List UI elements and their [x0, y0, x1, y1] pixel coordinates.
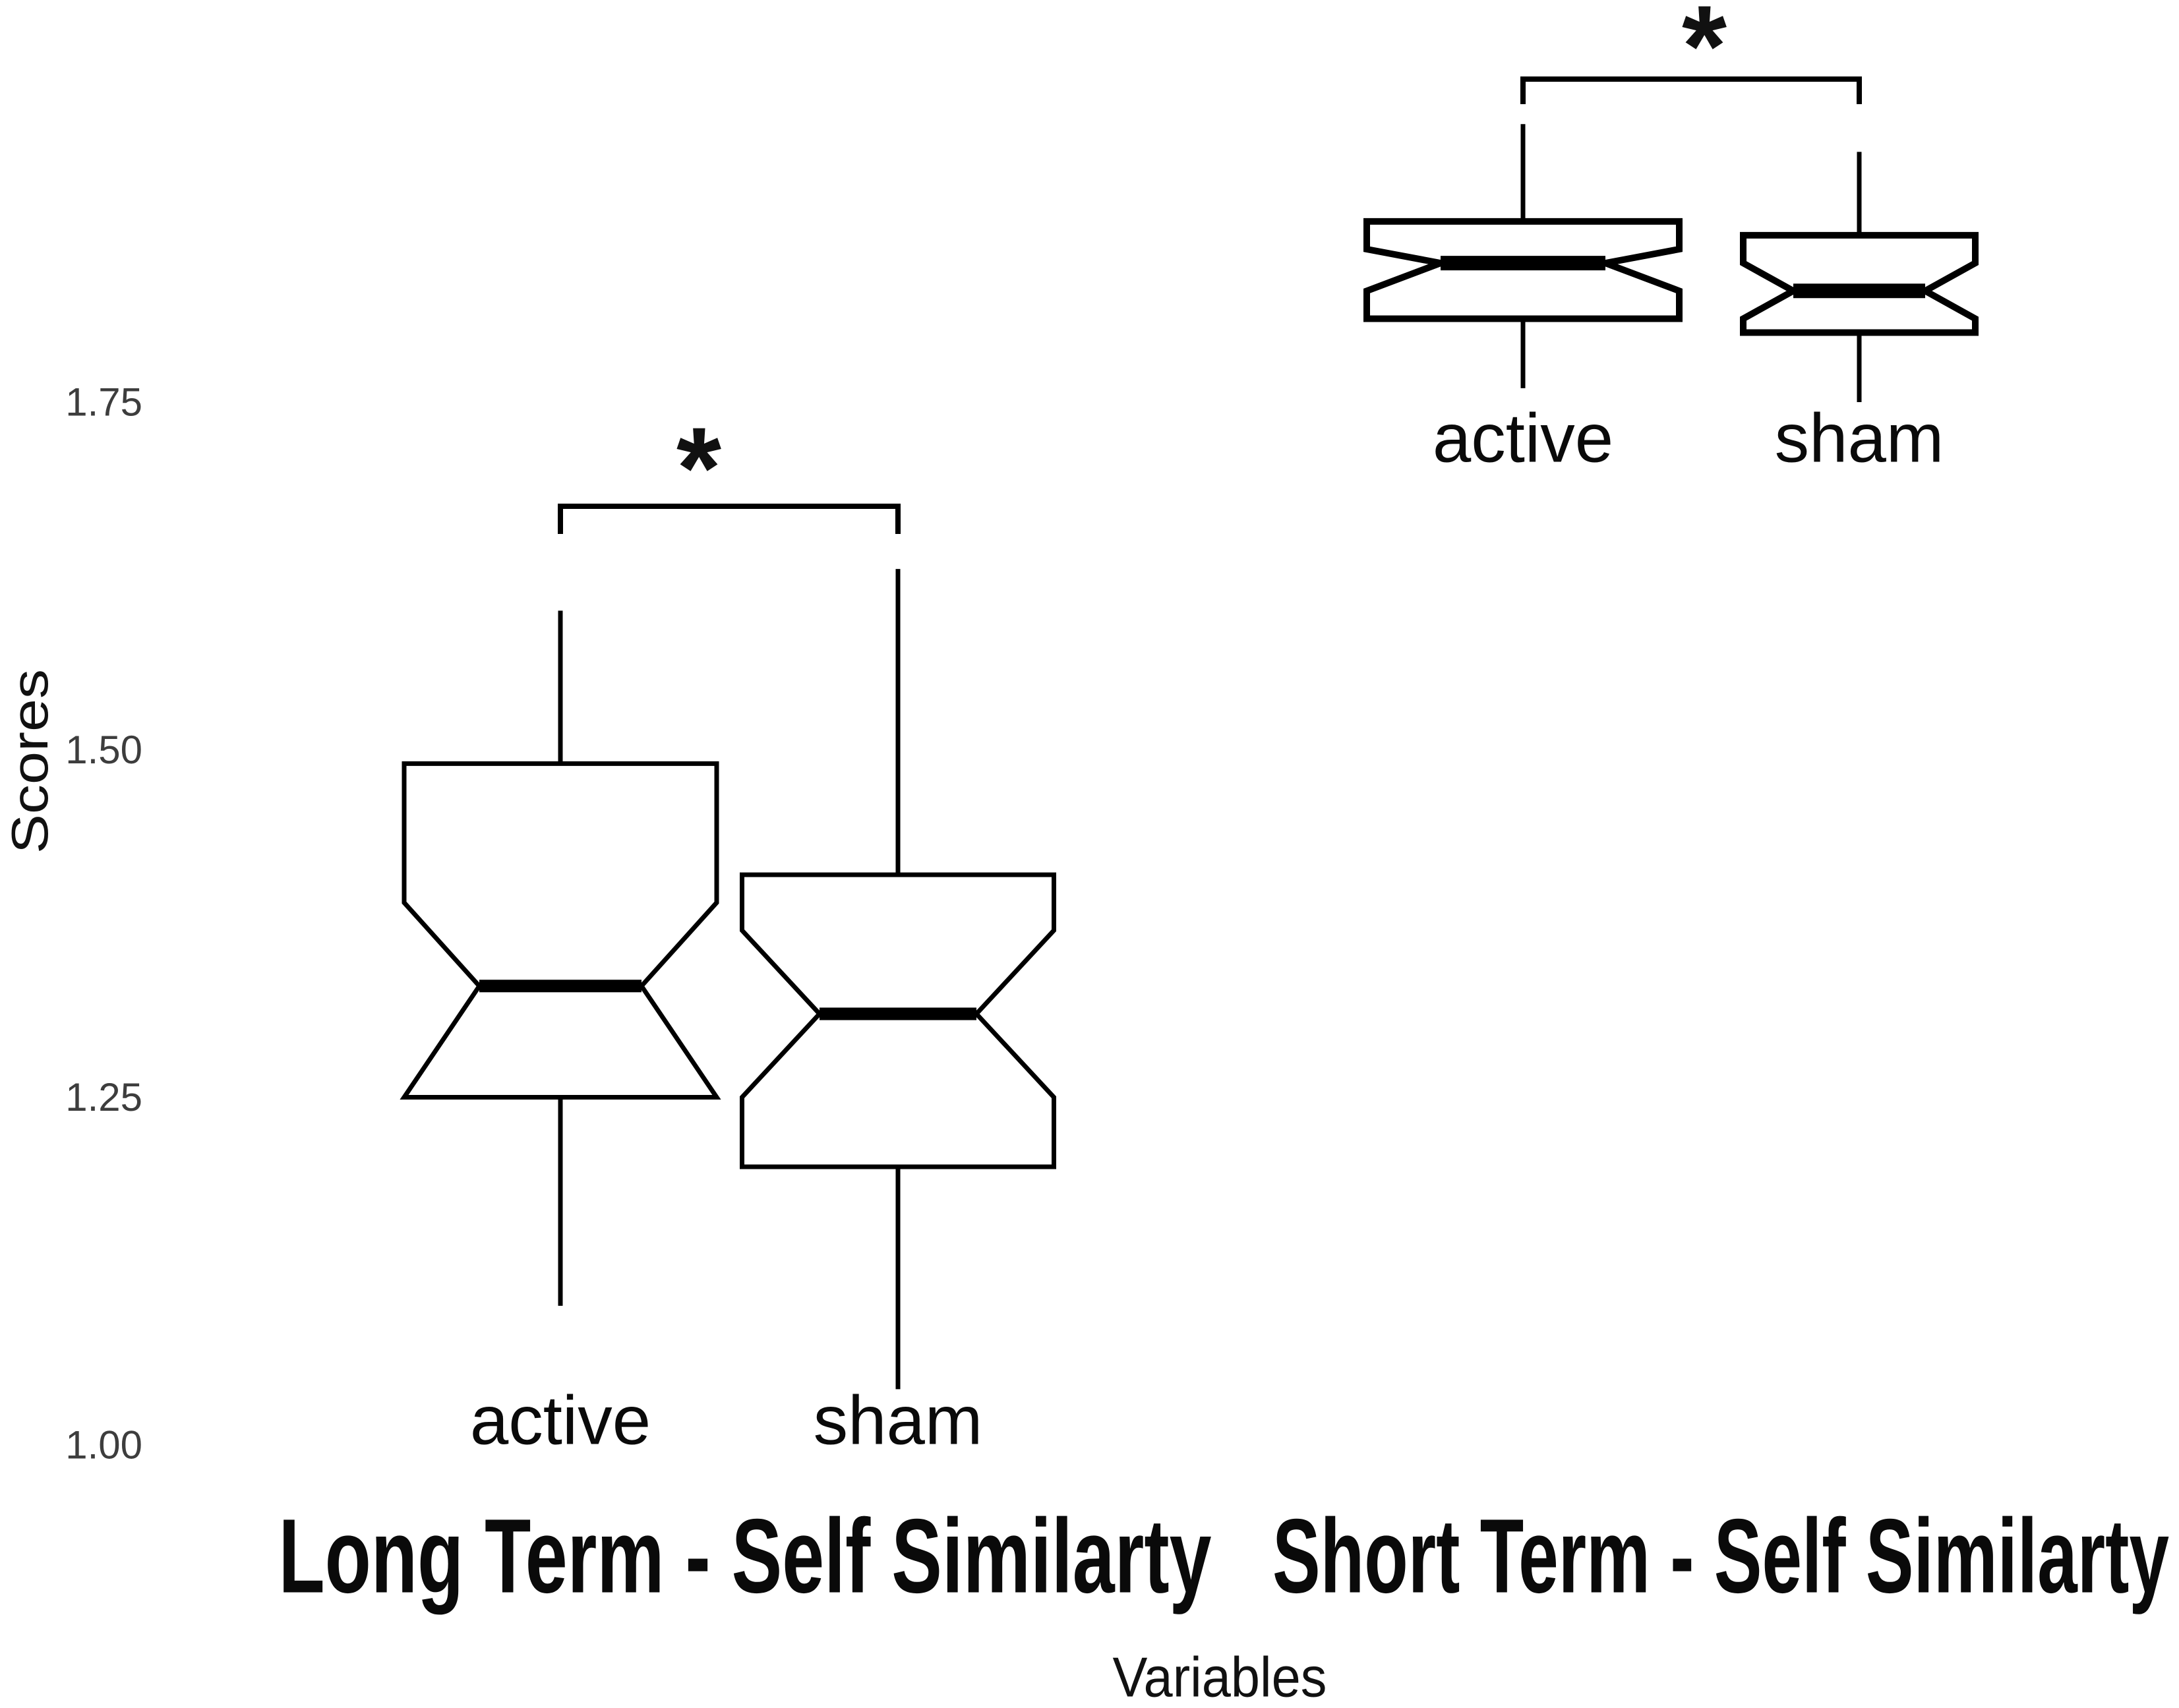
significance-asterisk-long-term: * — [676, 404, 721, 533]
significance-annotations: * * — [676, 0, 1727, 533]
box-label-long-term-sham: sham — [814, 1382, 983, 1459]
y-axis-title: Scores — [1, 669, 59, 854]
y-tick-label-2: 1.25 — [65, 1075, 142, 1119]
group-title-long-term: Long Term - Self Similarty — [279, 1497, 1212, 1615]
box-label-short-term-sham: sham — [1775, 400, 1944, 477]
notched-box-0-sham — [740, 872, 1056, 1169]
y-tick-label-0: 1.75 — [65, 380, 142, 425]
x-axis: active sham active sham Long Term - Self… — [279, 400, 2170, 1708]
group-title-short-term: Short Term - Self Similarty — [1272, 1497, 2169, 1615]
significance-bracket-1 — [1520, 76, 1862, 104]
box-label-long-term-active: active — [470, 1382, 651, 1459]
significance-asterisk-short-term: * — [1682, 0, 1727, 111]
plot-area — [400, 76, 1979, 1390]
y-axis: 1.75 1.50 1.25 1.00 Scores — [1, 380, 142, 1467]
significance-bracket-0 — [558, 504, 901, 534]
x-axis-title: Variables — [1113, 1647, 1327, 1708]
box-label-short-term-active: active — [1433, 400, 1613, 477]
y-tick-label-1: 1.50 — [65, 728, 142, 772]
notched-box-0-active — [400, 761, 721, 1100]
y-tick-label-3: 1.00 — [65, 1423, 142, 1467]
